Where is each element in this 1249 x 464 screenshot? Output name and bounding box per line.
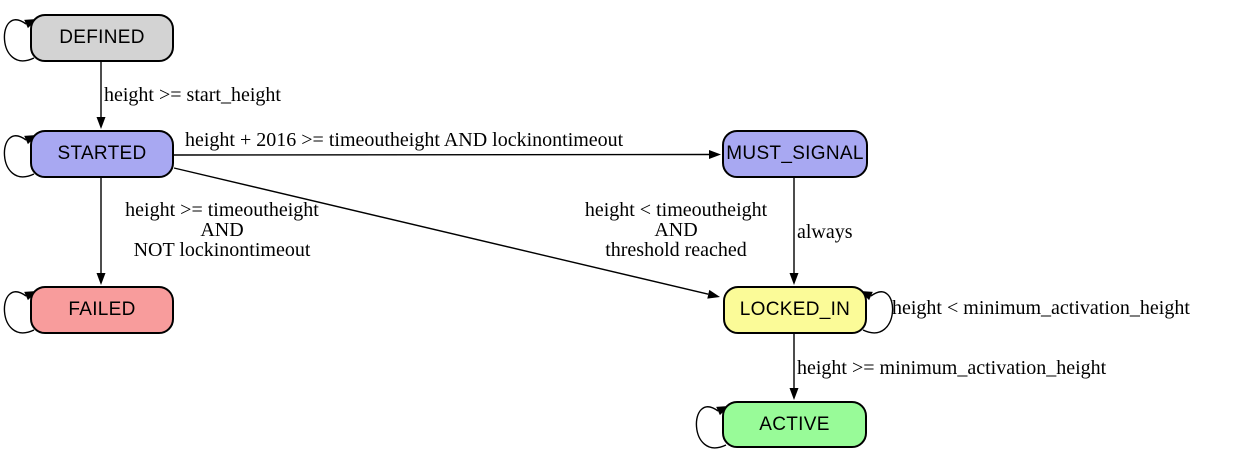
- edge-started-to-failed: [96, 178, 106, 285]
- edge-must-signal-to-locked-in: [789, 178, 799, 285]
- state-label-locked-in: LOCKED_IN: [739, 299, 851, 320]
- state-label-failed: FAILED: [68, 299, 136, 320]
- edge-label-must-signal-to-locked-in: always: [797, 221, 853, 243]
- edge-label-started-to-locked-in: height < timeoutheight AND threshold rea…: [584, 199, 768, 261]
- state-node-active: ACTIVE: [722, 401, 867, 448]
- state-node-must-signal: MUST_SIGNAL: [722, 130, 868, 178]
- edge-started-to-locked-in: [173, 167, 720, 299]
- edge-locked-in-to-active: [789, 334, 799, 400]
- state-label-started: STARTED: [57, 143, 147, 164]
- edge-label-started-to-failed: height >= timeoutheight AND NOT lockinon…: [125, 199, 319, 261]
- edge-defined-to-started: [96, 62, 106, 129]
- state-node-failed: FAILED: [30, 286, 174, 334]
- edge-label-locked-in-to-active: height >= minimum_activation_height: [797, 357, 1107, 379]
- state-label-active: ACTIVE: [759, 413, 830, 435]
- state-node-locked-in: LOCKED_IN: [723, 286, 867, 334]
- edge-started-to-must-signal: [173, 150, 721, 159]
- state-node-defined: DEFINED: [30, 14, 174, 62]
- edge-label-locked-in-self: height < minimum_activation_height: [892, 297, 1190, 319]
- state-label-must-signal: MUST_SIGNAL: [726, 143, 864, 164]
- state-label-defined: DEFINED: [59, 27, 145, 48]
- edge-label-started-to-must-signal: height + 2016 >= timeoutheight AND locki…: [185, 129, 624, 151]
- state-node-started: STARTED: [30, 130, 174, 178]
- edge-label-defined-to-started: height >= start_height: [104, 84, 281, 106]
